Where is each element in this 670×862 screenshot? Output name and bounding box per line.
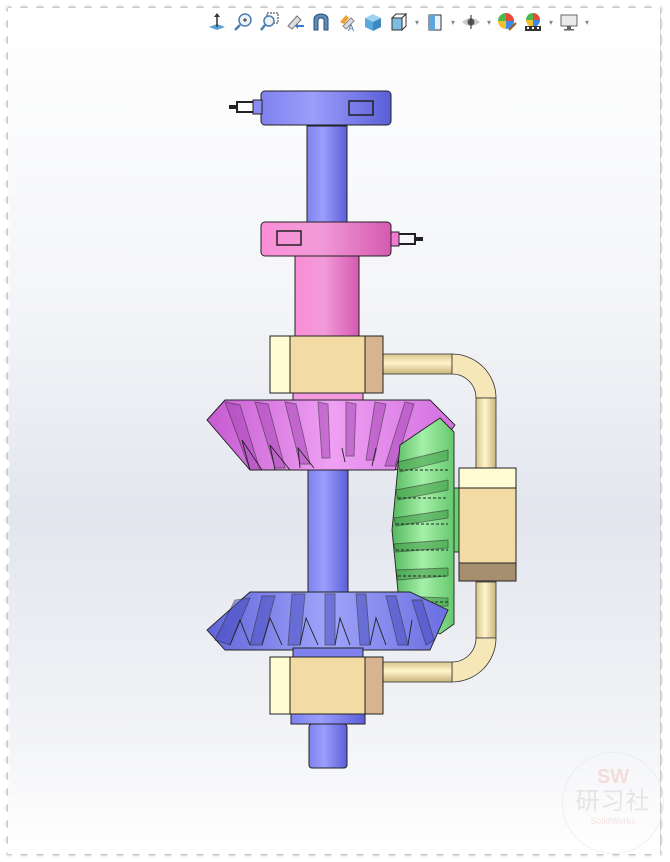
zoom-area-icon: [260, 12, 279, 31]
view-settings-dropdown[interactable]: ▾: [548, 17, 553, 27]
hide-show-dropdown[interactable]: ▾: [450, 17, 455, 27]
display-style-dropdown[interactable]: ▾: [414, 17, 419, 27]
box-half-icon: [428, 14, 442, 31]
previous-view-icon: [287, 15, 304, 30]
bearing-side: [458, 467, 517, 582]
bearing-lower: [269, 656, 384, 715]
display-style-icon: [390, 12, 408, 32]
heads-up-view-toolbar: A ▾ ▾ ▾ ▾ ▾: [205, 10, 591, 34]
display-style-button[interactable]: [387, 11, 411, 33]
scene-ball-icon: [525, 13, 541, 31]
bearing-upper: [269, 335, 384, 394]
annotation-views-button[interactable]: A: [335, 11, 359, 33]
zoom-to-area-button[interactable]: [257, 11, 281, 33]
appearance-ball-icon: [498, 13, 517, 31]
top-collar-blue: [229, 90, 392, 223]
monitor-button[interactable]: [557, 11, 581, 33]
view-orientation-button[interactable]: [361, 11, 385, 33]
section-view-icon: [313, 13, 329, 31]
previous-view-button[interactable]: [283, 11, 307, 33]
section-view-button[interactable]: [309, 11, 333, 33]
zoom-to-fit-button[interactable]: [231, 11, 255, 33]
annotation-view-icon: A: [340, 15, 355, 32]
monitor-icon: [560, 14, 578, 31]
svg-text:A: A: [348, 23, 354, 32]
view-settings-button[interactable]: [521, 11, 545, 33]
bevel-gear-pink: [206, 399, 456, 471]
cube-icon: [365, 14, 381, 31]
edit-appearance-dropdown[interactable]: ▾: [486, 17, 491, 27]
arrow-up-plane-icon: [209, 13, 225, 30]
bevel-gear-blue: [206, 591, 449, 651]
monitor-dropdown[interactable]: ▾: [584, 17, 589, 27]
zoom-fit-icon: [234, 13, 252, 31]
normal-to-button[interactable]: [205, 11, 229, 33]
pinion-gear-green: [391, 417, 463, 635]
hide-show-items-button[interactable]: [423, 11, 447, 33]
apply-scene-button[interactable]: [495, 11, 519, 33]
shaft-bottom: [290, 713, 366, 769]
collar-pink: [260, 221, 423, 338]
edit-appearance-button[interactable]: [459, 11, 483, 33]
pipe-frame: [381, 353, 497, 683]
eye-icon: [462, 15, 480, 29]
